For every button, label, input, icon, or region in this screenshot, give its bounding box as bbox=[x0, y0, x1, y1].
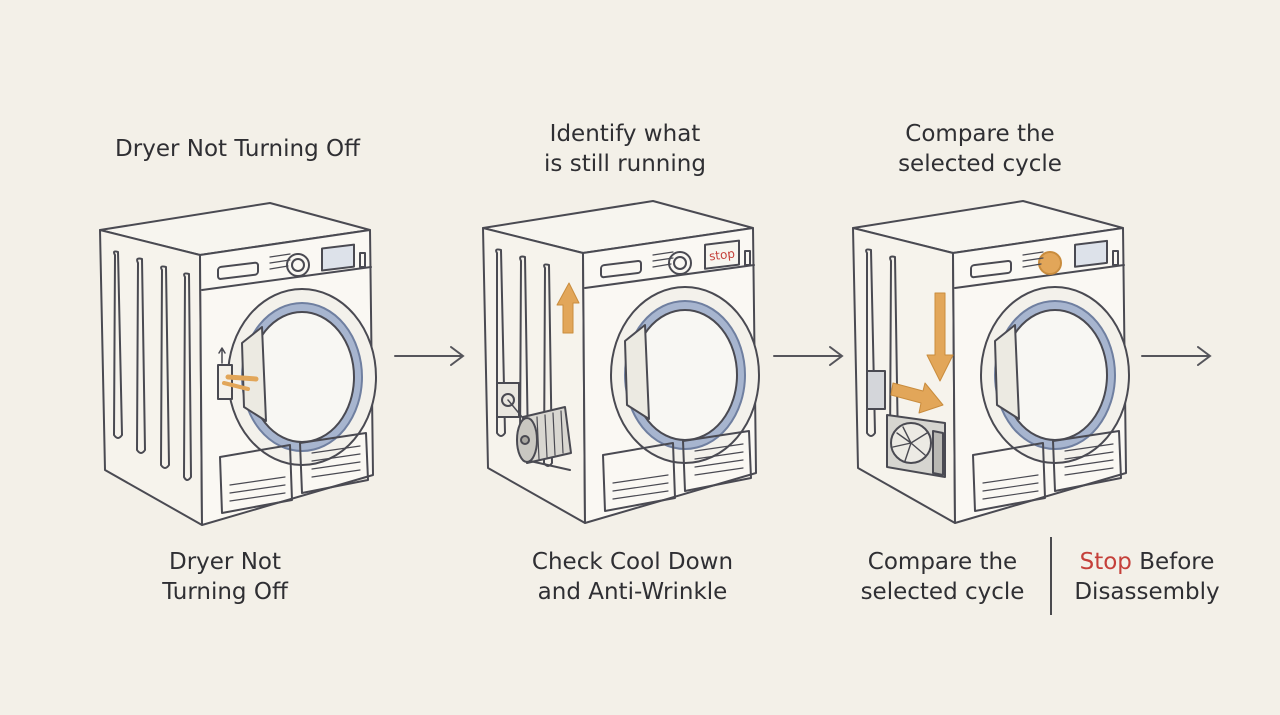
step1-title: Dryer Not Turning Off bbox=[115, 136, 360, 162]
step2-caption-line2: and Anti-Wrinkle bbox=[537, 579, 728, 605]
step3-title-line1: Compare the bbox=[905, 121, 1055, 147]
arrow-right-icon bbox=[394, 346, 465, 366]
caption-divider bbox=[1050, 537, 1052, 615]
step3-caption: Compare the selected cycle bbox=[830, 547, 1055, 607]
arrow-right-icon bbox=[890, 382, 944, 414]
arrow-right-icon bbox=[1141, 346, 1212, 366]
dryer-illustration-2: stop bbox=[482, 200, 760, 524]
step3-title: Compare the selected cycle bbox=[850, 119, 1110, 179]
step1-caption-line2: Turning Off bbox=[162, 579, 288, 605]
arrow-right-icon bbox=[773, 346, 844, 366]
final-note: Stop Before Disassembly bbox=[1066, 547, 1228, 607]
final-note-highlight: Stop bbox=[1079, 549, 1132, 575]
step1-caption-line1: Dryer Not bbox=[169, 549, 281, 575]
step2-title-line2: is still running bbox=[544, 151, 706, 177]
step3-caption-line2: selected cycle bbox=[860, 579, 1025, 605]
step2-title-line1: Identify what bbox=[549, 121, 701, 147]
final-note-line2: Disassembly bbox=[1074, 579, 1220, 605]
door-latch-icon bbox=[217, 347, 259, 400]
step1-caption: Dryer Not Turning Off bbox=[110, 547, 340, 607]
stop-panel-label: stop bbox=[708, 246, 735, 263]
final-note-rest: Before bbox=[1131, 549, 1215, 575]
step3-title-line2: selected cycle bbox=[898, 151, 1062, 177]
fan-icon bbox=[886, 414, 946, 478]
arrow-up-icon bbox=[556, 282, 580, 334]
motor-icon bbox=[496, 382, 572, 471]
dryer-illustration-1 bbox=[99, 202, 377, 526]
step2-caption-line1: Check Cool Down bbox=[531, 549, 734, 575]
dryer-illustration-3 bbox=[852, 200, 1130, 524]
final-note-line1: Stop Before bbox=[1066, 547, 1228, 577]
arrow-down-icon bbox=[926, 292, 954, 382]
step3-caption-line1: Compare the bbox=[867, 549, 1018, 575]
step2-caption: Check Cool Down and Anti-Wrinkle bbox=[500, 547, 765, 607]
step2-title: Identify what is still running bbox=[490, 119, 760, 179]
